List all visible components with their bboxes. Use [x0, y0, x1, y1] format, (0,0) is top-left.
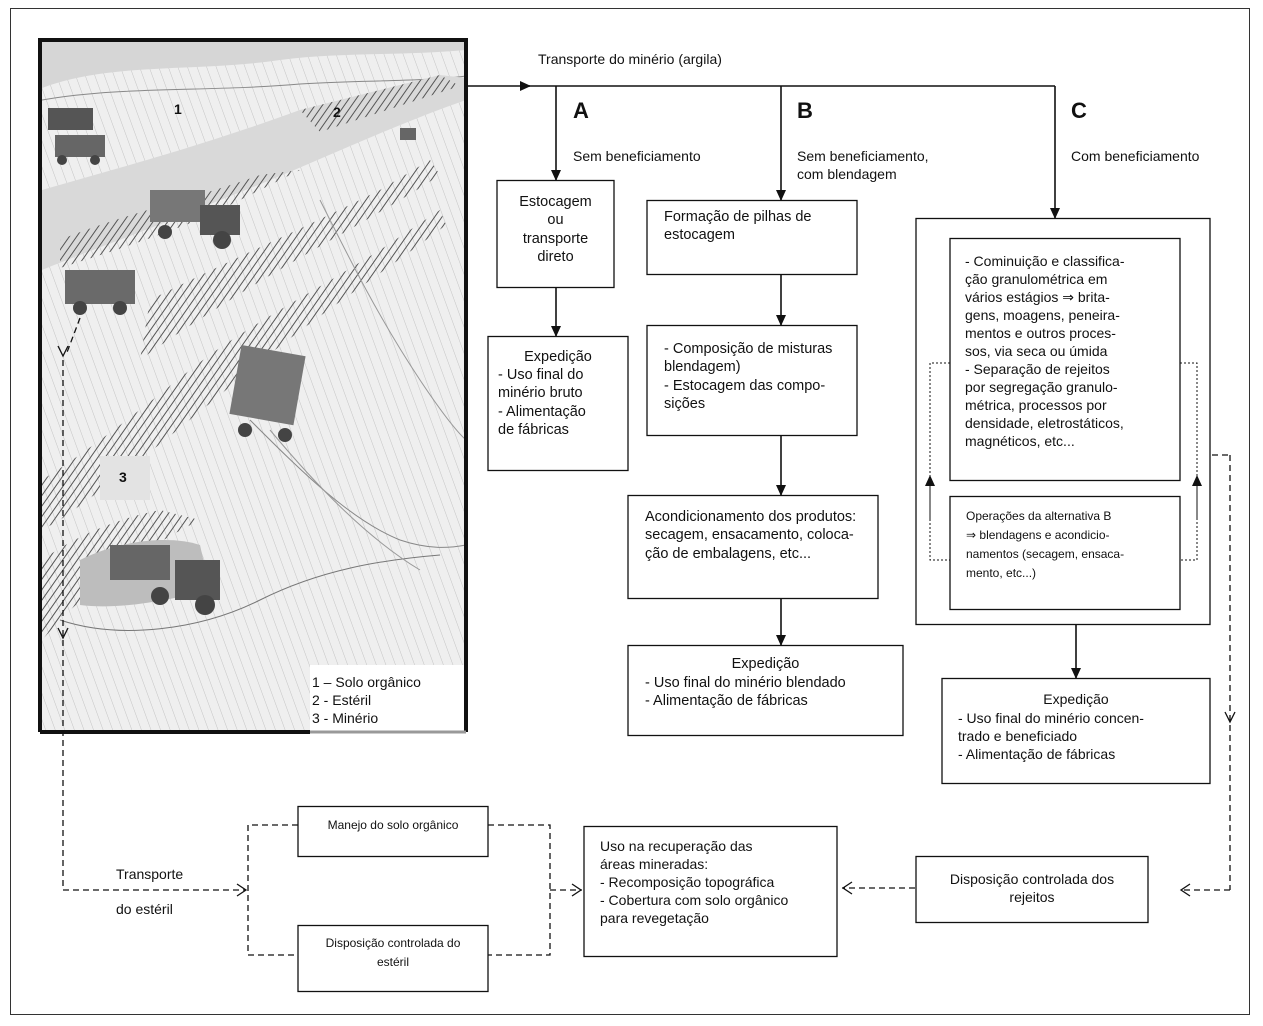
legend-item-1: 1 – Solo orgânico: [312, 674, 421, 690]
route-c-caption: Com beneficiamento: [1071, 148, 1200, 164]
route-b-letter: B: [797, 98, 813, 123]
route-a-shipping-body: - Uso final do minério bruto - Alimentaç…: [498, 367, 586, 438]
route-c-letter: C: [1071, 98, 1087, 123]
route-b-conditioning-box: [627, 494, 879, 600]
route-c-shipping-title: Expedição: [1043, 691, 1109, 707]
legend-item-2: 2 - Estéril: [312, 692, 372, 708]
transporte-esteril-line2: do estéril: [116, 901, 173, 917]
zone-number-3: 3: [119, 469, 127, 485]
route-c-processing-frame: [915, 217, 1211, 626]
route-b-piles-text: Formação de pilhas de estocagem: [664, 209, 812, 244]
route-c-alternative-b-text: Operações da alternativa B ⇒ blendagens …: [966, 509, 1125, 580]
route-b-shipping-body: - Uso final do minério blendado - Alimen…: [645, 675, 846, 710]
recuperacao-text: Uso na recuperação das áreas mineradas: …: [600, 838, 789, 926]
route-c-comminution-box: [949, 237, 1181, 482]
manejo-text: Manejo do solo orgânico: [327, 818, 459, 832]
manejo-box: [297, 805, 489, 858]
disposicao-rejeitos-box: [915, 855, 1149, 924]
route-b-shipping-box: [627, 644, 904, 737]
route-c-comminution-text: - Cominuição e classifica- ção granulomé…: [965, 253, 1125, 449]
route-b-blending-text: - Composição de misturas blendagem) - Es…: [664, 341, 833, 412]
route-a-shipping-title: Expedição: [524, 349, 592, 365]
recuperacao-box: [583, 825, 838, 958]
route-a-shipping-box: [487, 335, 629, 472]
disposicao-esteril-text: Disposição controlada do estéril: [325, 936, 461, 969]
zone-number-1: 1: [174, 101, 182, 117]
disposicao-esteril-box: [297, 924, 489, 993]
transport-label: Transporte do minério (argila): [538, 51, 722, 67]
route-b-shipping-title: Expedição: [731, 656, 800, 672]
route-a-letter: A: [573, 98, 589, 123]
outer-frame: [10, 8, 1250, 1015]
route-c-shipping-box: [941, 677, 1211, 785]
route-a-caption: Sem beneficiamento: [573, 148, 701, 164]
route-b-piles-box: [646, 199, 858, 276]
transporte-esteril-line1: Transporte: [116, 866, 184, 882]
route-a-storage-text: Estocagem ou transporte direto: [519, 194, 592, 265]
route-c-shipping-body: - Uso final do minério concen- trado e b…: [958, 710, 1144, 762]
disposicao-rejeitos-text: Disposição controlada dos rejeitos: [949, 871, 1115, 905]
route-b-conditioning-text: Acondicionamento dos produtos: secagem, …: [645, 509, 857, 562]
legend-item-3: 3 - Minério: [312, 710, 379, 726]
route-b-caption: Sem beneficiamento, com blendagem: [797, 148, 929, 182]
route-c-alternative-b-box: [949, 495, 1181, 611]
route-a-storage-box: [496, 179, 615, 289]
zone-number-2: 2: [333, 104, 341, 120]
mine-pit-illustration: [40, 40, 467, 732]
route-b-blending-box: [646, 324, 858, 437]
